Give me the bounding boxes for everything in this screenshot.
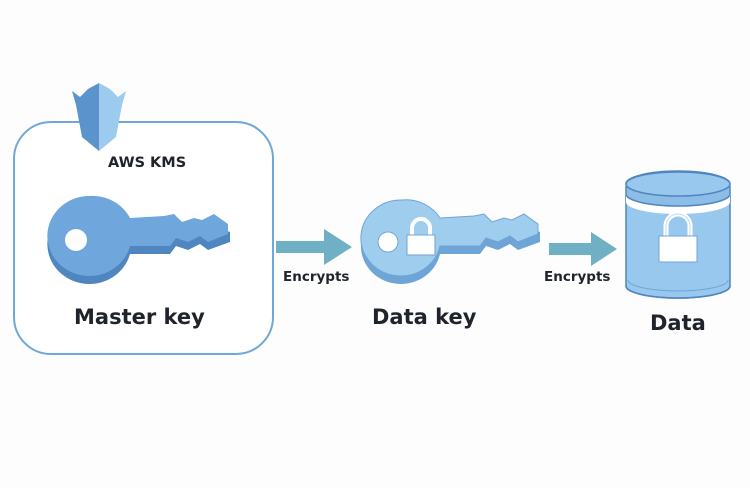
lock-icon — [658, 211, 698, 263]
data-key-icon — [360, 199, 540, 284]
encrypts-arrow-2 — [549, 232, 617, 266]
master-key-icon — [47, 195, 231, 284]
locked-database-icon — [625, 170, 731, 299]
data-key-label: Data key — [372, 305, 477, 329]
shield-icon — [72, 83, 126, 151]
lock-icon — [406, 217, 436, 256]
edge-label-encrypts-1: Encrypts — [283, 269, 350, 285]
encrypts-arrow-1 — [276, 229, 352, 265]
aws-kms-label: AWS KMS — [108, 155, 187, 171]
data-label: Data — [650, 311, 706, 335]
edge-label-encrypts-2: Encrypts — [544, 269, 611, 285]
master-key-label: Master key — [74, 305, 205, 329]
